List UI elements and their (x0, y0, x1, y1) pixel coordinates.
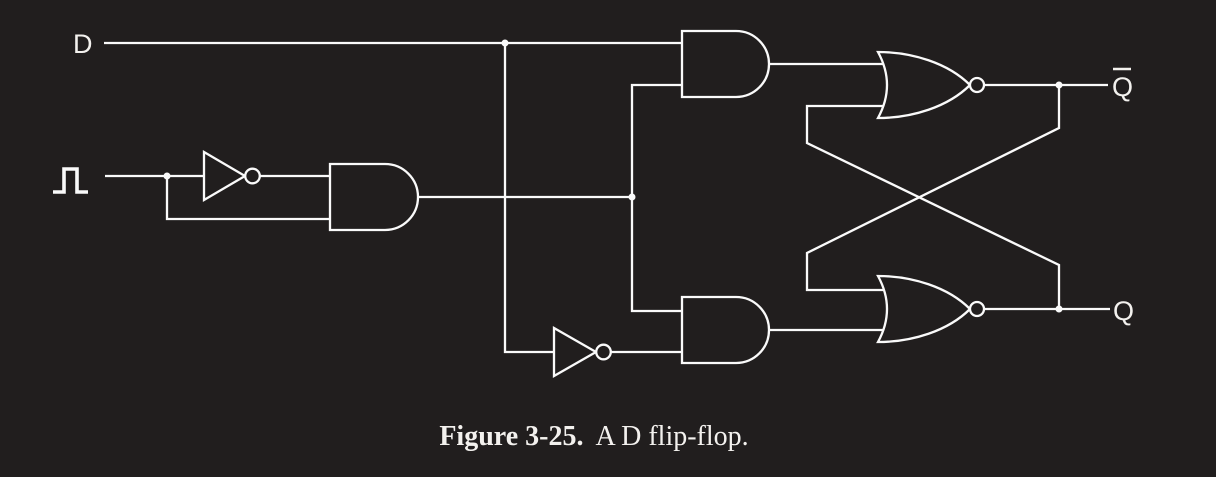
nor-gate-bottom-bubble (968, 300, 986, 318)
d-input-label: D (73, 29, 93, 59)
inverter2-bubble (595, 343, 612, 361)
inverter1-gate (202, 149, 248, 203)
junction-dot-clock (163, 172, 171, 180)
figure-caption-text: A D flip-flop. (595, 421, 749, 452)
figure-caption-label: Figure 3-25. (439, 421, 584, 452)
nor-gate-top-bubble (968, 76, 986, 94)
junction-dot-pulse (628, 193, 636, 201)
d-branch-wire (503, 43, 556, 354)
q-bar-feedback-wire (805, 85, 1061, 292)
and-gate-top (680, 29, 771, 99)
junction-dot-q-bar (1055, 81, 1063, 89)
junction-dot-q (1055, 305, 1063, 313)
figure-caption: Figure 3-25. A D flip-flop. (0, 421, 1216, 453)
nor-gate-top (876, 50, 972, 120)
nor-gate-bottom (876, 274, 972, 344)
inverter1-bubble (244, 167, 261, 185)
q-bar-output-label: Q (1112, 72, 1133, 102)
and-gate-bottom (680, 295, 771, 365)
clock-pulse-icon (53, 167, 88, 194)
q-output-label: Q (1113, 296, 1134, 326)
junction-dot-d (501, 39, 509, 47)
clock-branch-wire (165, 176, 332, 221)
q-feedback-wire (805, 104, 1061, 309)
inverter2-gate (552, 326, 599, 378)
pulse-bus-wire (630, 83, 684, 313)
and-gate-pulse (328, 162, 420, 232)
